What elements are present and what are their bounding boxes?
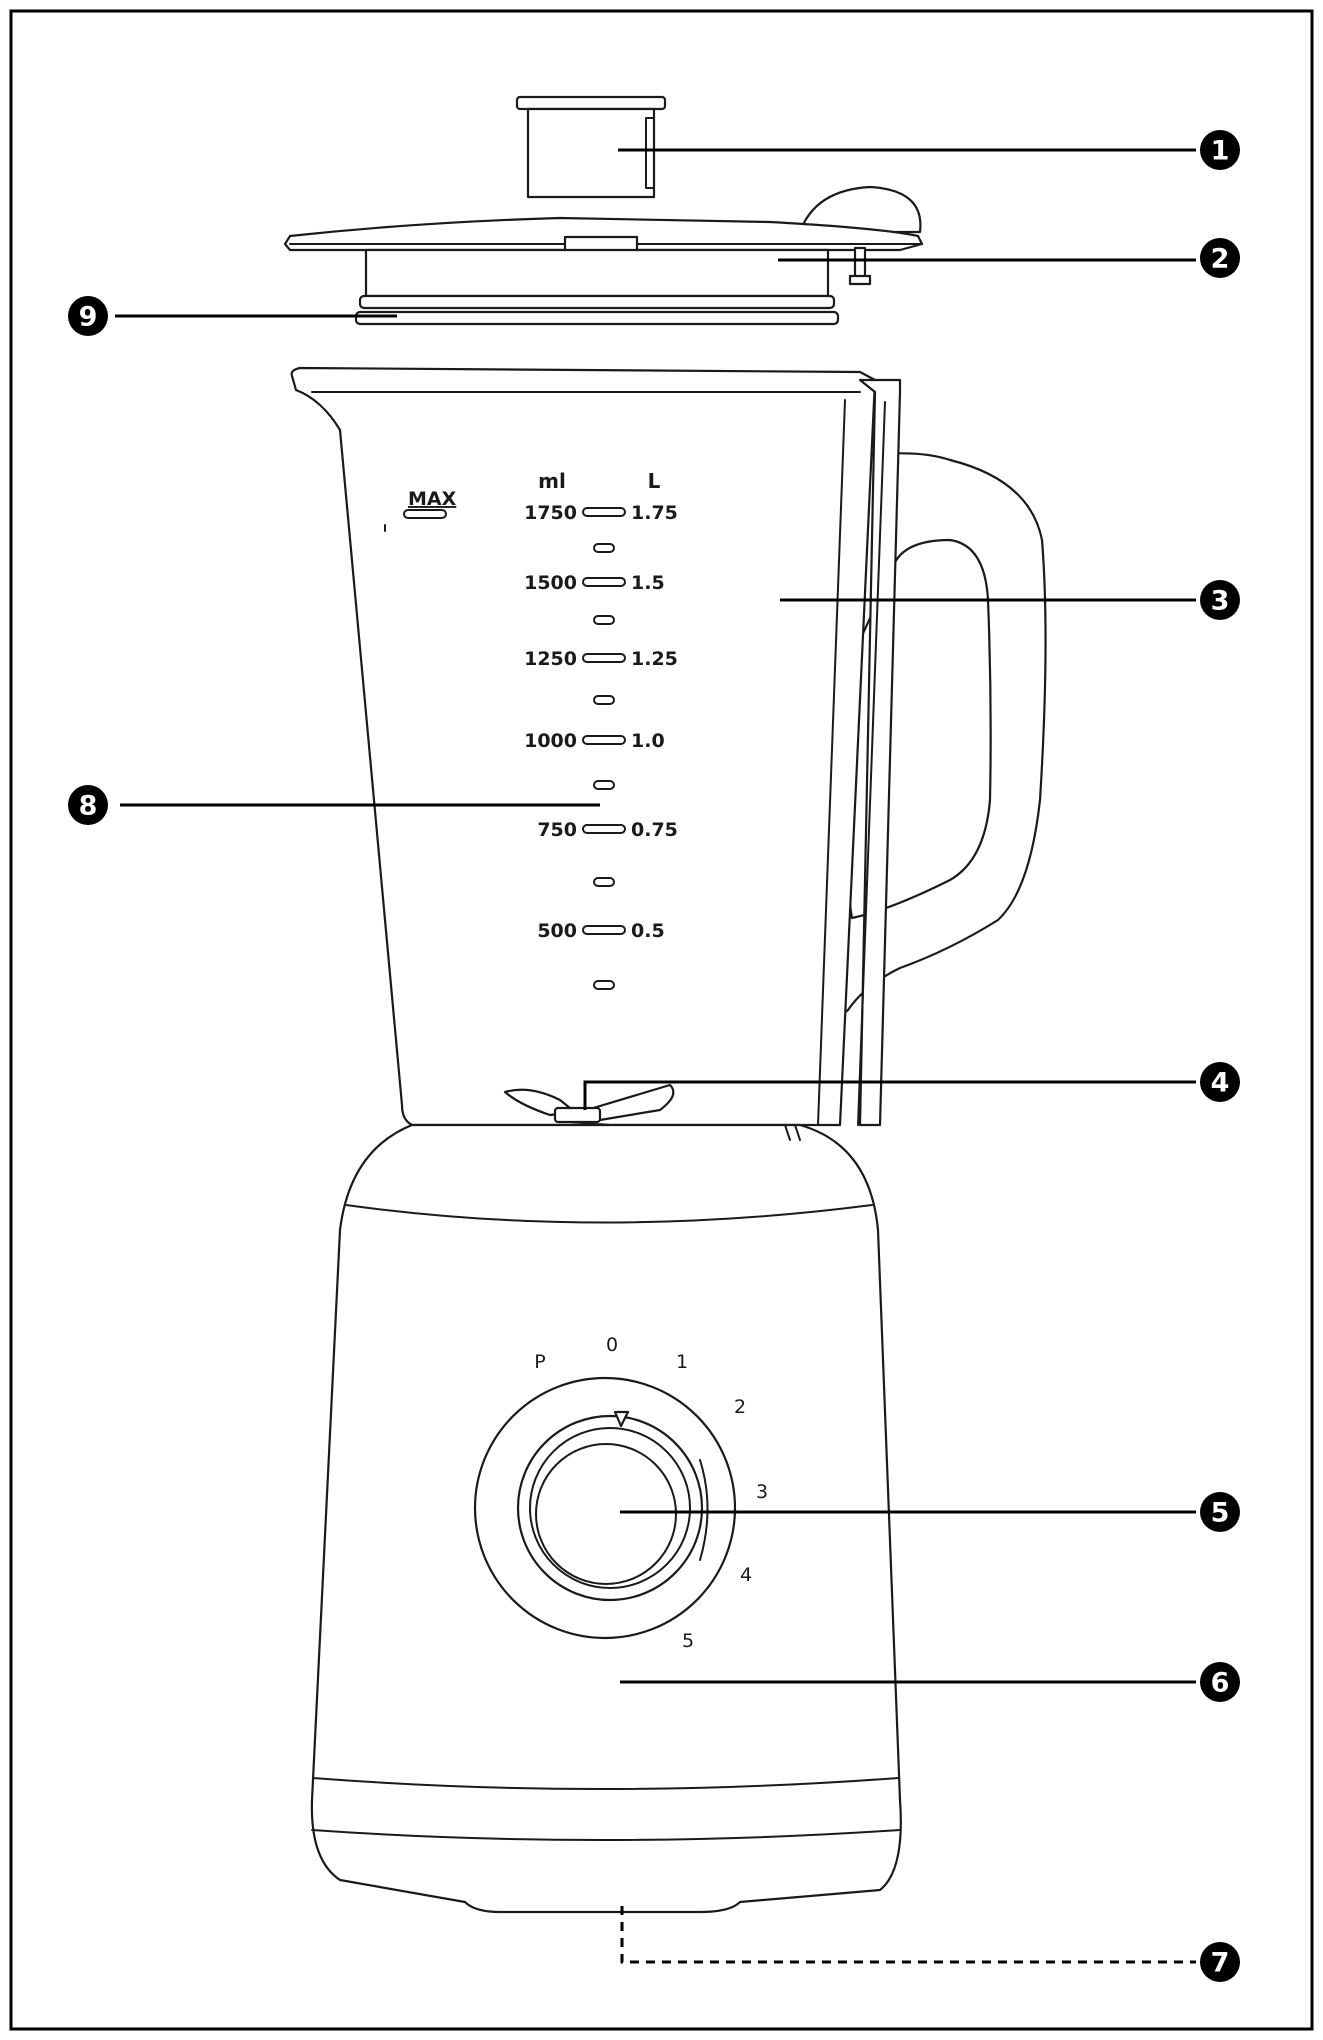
callout-1: 1	[1200, 130, 1240, 170]
major-mark	[582, 577, 626, 587]
callout-number: 4	[1211, 1068, 1230, 1099]
ml-value: 1000	[524, 730, 577, 752]
callouts: 1 2 3 4 5 6 7 8 9	[68, 130, 1240, 1982]
callout-7: 7	[1200, 1942, 1240, 1982]
callout-5: 5	[1200, 1492, 1240, 1532]
ml-value: 500	[537, 920, 577, 942]
page-border	[9, 9, 1314, 2031]
callout-circle	[1200, 1662, 1240, 1702]
minor-mark	[593, 877, 615, 887]
callout-2: 2	[1200, 238, 1240, 278]
callout-number: 6	[1211, 1668, 1230, 1699]
l-value: 0.5	[631, 920, 665, 942]
l-value: 1.5	[631, 572, 665, 594]
major-mark	[582, 653, 626, 663]
minor-mark	[593, 615, 615, 625]
callout-number: 1	[1211, 136, 1230, 167]
callout-circle	[1200, 1062, 1240, 1102]
dial-label-0: 0	[606, 1334, 618, 1356]
l-value: 1.75	[631, 502, 678, 524]
measurement-scale: MAX ml L 1750 1.75 1500 1.5 1250 1.25 1000 1.0 7…	[408, 469, 678, 990]
callout-8: 8	[68, 785, 108, 825]
callout-circle	[1200, 238, 1240, 278]
major-mark	[582, 925, 626, 935]
callout-number: 2	[1211, 244, 1230, 275]
callout-9: 9	[68, 296, 108, 336]
ml-value: 750	[537, 819, 577, 841]
major-mark	[582, 507, 626, 517]
ml-value: 1750	[524, 502, 577, 524]
leader-lines	[115, 148, 1196, 1964]
l-value: 1.0	[631, 730, 665, 752]
callout-number: 9	[79, 302, 98, 333]
callout-circle	[1200, 130, 1240, 170]
dial-label-3: 3	[756, 1481, 768, 1503]
minor-mark	[593, 543, 615, 553]
dial-label-2: 2	[734, 1396, 746, 1418]
lid	[283, 185, 924, 326]
dial-labels: P 0 1 2 3 4 5	[534, 1334, 768, 1652]
speed-dial[interactable]	[473, 1376, 737, 1640]
major-mark	[582, 735, 626, 745]
dial-label-1: 1	[676, 1351, 688, 1373]
callout-3: 3	[1200, 580, 1240, 620]
l-header: L	[648, 469, 661, 493]
callout-number: 7	[1211, 1948, 1230, 1979]
minor-mark	[593, 980, 615, 990]
ml-value: 1250	[524, 648, 577, 670]
measuring-cap	[515, 95, 667, 199]
callout-number: 8	[79, 791, 98, 822]
dial-label-5: 5	[682, 1630, 694, 1652]
callout-number: 3	[1211, 586, 1230, 617]
l-value: 1.25	[631, 648, 678, 670]
callout-4: 4	[1200, 1062, 1240, 1102]
blender-jug	[290, 366, 902, 1127]
callout-6: 6	[1200, 1662, 1240, 1702]
minor-mark	[593, 780, 615, 790]
callout-number: 5	[1211, 1498, 1230, 1529]
callout-circle	[1200, 580, 1240, 620]
max-label: MAX	[408, 488, 457, 510]
callout-circle	[68, 785, 108, 825]
ml-header: ml	[538, 469, 566, 493]
ml-value: 1500	[524, 572, 577, 594]
callout-circle	[1200, 1942, 1240, 1982]
l-value: 0.75	[631, 819, 678, 841]
minor-mark	[593, 695, 615, 705]
dial-label-4: 4	[740, 1564, 752, 1586]
dial-label-p: P	[534, 1351, 545, 1373]
callout-circle	[68, 296, 108, 336]
major-mark	[582, 824, 626, 834]
callout-circle	[1200, 1492, 1240, 1532]
